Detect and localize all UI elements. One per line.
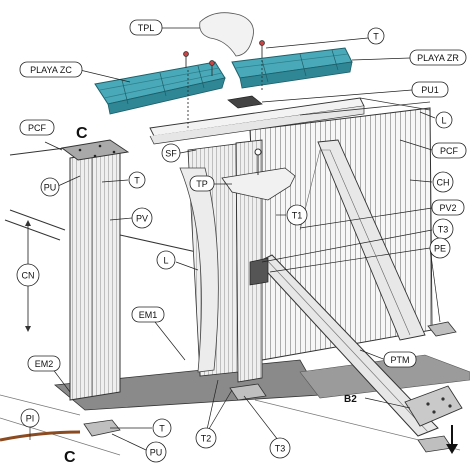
tp-bracket xyxy=(221,167,296,201)
label-b2: B2 xyxy=(344,394,357,405)
label-l-top: L xyxy=(435,111,453,129)
label-pu-left: PU xyxy=(40,177,60,197)
svg-text:B2: B2 xyxy=(344,394,357,405)
label-t-bottom: T xyxy=(152,418,172,438)
label-playa-zc: PLAYA ZC xyxy=(19,61,83,78)
svg-text:T: T xyxy=(134,176,140,186)
label-ch: CH xyxy=(432,171,454,193)
label-em2: EM2 xyxy=(27,355,61,372)
tpl-cap xyxy=(199,12,254,57)
svg-text:PTM: PTM xyxy=(391,355,410,365)
playa-zr-cover xyxy=(231,47,353,89)
base-foot-right xyxy=(427,321,457,337)
svg-text:CH: CH xyxy=(437,178,450,188)
svg-text:PU1: PU1 xyxy=(421,85,439,95)
label-t-top: T xyxy=(367,27,385,45)
svg-text:PLAYA ZR: PLAYA ZR xyxy=(417,53,459,63)
svg-text:T3: T3 xyxy=(275,444,286,454)
label-tpl: TPL xyxy=(129,19,163,36)
label-t2: T2 xyxy=(195,427,217,449)
callout-labels: TPL T PLAYA ZC PLAYA ZR PU1 L PCF PU T S… xyxy=(16,19,467,463)
label-t1: T1 xyxy=(286,204,308,226)
svg-text:PE: PE xyxy=(434,244,446,254)
pe-plate xyxy=(249,257,269,286)
svg-text:PU: PU xyxy=(44,183,57,193)
svg-text:TPL: TPL xyxy=(138,23,155,33)
section-marker-c-top: C xyxy=(76,125,88,142)
svg-text:PLAYA ZC: PLAYA ZC xyxy=(30,65,72,75)
svg-text:CN: CN xyxy=(22,271,35,281)
label-ptm: PTM xyxy=(383,351,417,368)
label-pi: PI xyxy=(20,408,40,428)
svg-text:T1: T1 xyxy=(292,211,303,221)
svg-text:TP: TP xyxy=(196,179,208,189)
label-pu1: PU1 xyxy=(411,81,449,98)
svg-text:PCF: PCF xyxy=(440,146,459,156)
label-t3-top: T3 xyxy=(432,218,454,240)
pu1-plate xyxy=(227,95,263,109)
brace-ptm xyxy=(257,254,439,437)
svg-text:T2: T2 xyxy=(201,434,212,444)
svg-text:SF: SF xyxy=(165,149,177,159)
svg-text:T: T xyxy=(373,32,379,42)
label-pv2: PV2 xyxy=(431,199,465,216)
label-pe: PE xyxy=(429,237,451,259)
label-pcf-left: PCF xyxy=(19,119,55,136)
section-markers: C C xyxy=(64,125,88,466)
section-marker-c-bottom: C xyxy=(64,449,76,466)
label-tp: TP xyxy=(189,175,215,192)
label-pv: PV xyxy=(131,207,153,229)
label-sf: SF xyxy=(161,143,181,163)
strut-pv2 xyxy=(317,139,426,341)
label-em1: EM1 xyxy=(131,306,165,323)
pi-pipe xyxy=(0,430,81,442)
svg-text:PV2: PV2 xyxy=(439,203,456,213)
down-arrow-icon xyxy=(446,425,458,454)
base-foot-middle xyxy=(229,383,267,401)
svg-text:T3: T3 xyxy=(438,225,449,235)
post-middle xyxy=(235,139,263,383)
svg-text:T: T xyxy=(159,424,165,434)
playa-zc-cover xyxy=(94,61,226,115)
svg-text:L: L xyxy=(441,116,446,126)
svg-text:PI: PI xyxy=(26,414,35,424)
svg-text:L: L xyxy=(163,256,168,266)
svg-text:EM1: EM1 xyxy=(139,310,158,320)
label-l-mid: L xyxy=(156,250,176,270)
svg-text:EM2: EM2 xyxy=(35,359,54,369)
svg-text:PV: PV xyxy=(136,214,148,224)
label-pu-bottom: PU xyxy=(145,441,167,463)
post-pv-left xyxy=(60,139,130,401)
label-pcf-right: PCF xyxy=(431,142,467,159)
label-t3-bottom: T3 xyxy=(269,437,291,459)
label-t-left: T xyxy=(128,171,146,189)
leader-lines xyxy=(29,27,441,451)
label-cn: CN xyxy=(16,263,40,287)
svg-text:PU: PU xyxy=(150,448,163,458)
screws xyxy=(183,40,265,128)
label-playa-zr: PLAYA ZR xyxy=(409,49,467,66)
svg-text:PCF: PCF xyxy=(28,123,47,133)
b2-plate xyxy=(404,385,463,427)
liner-sheet xyxy=(179,167,219,373)
base-foot-bottom-left xyxy=(83,419,121,437)
